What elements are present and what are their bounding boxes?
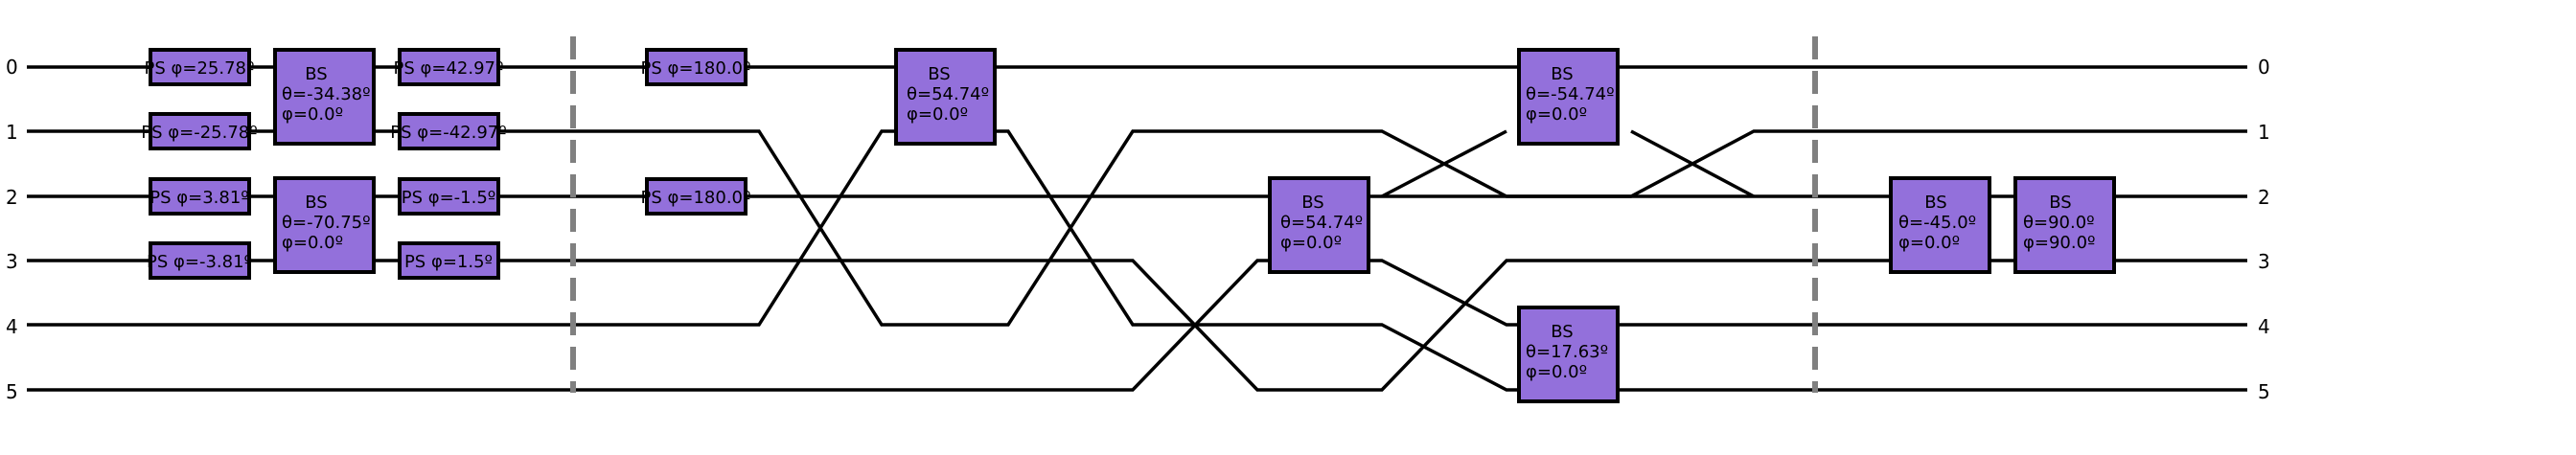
gate-label: PS φ=-42.97º bbox=[390, 123, 506, 143]
gate-label: PS φ=-25.78º bbox=[141, 123, 257, 143]
gate-label: φ=0.0º bbox=[1526, 362, 1587, 382]
gate-label: BS bbox=[1551, 64, 1573, 84]
wire-bs-cross-a bbox=[1381, 129, 1507, 198]
gate-label: θ=-34.38º bbox=[282, 84, 371, 104]
mode-label-right-1: 1 bbox=[2258, 121, 2270, 144]
barriers bbox=[570, 36, 1818, 393]
bs-gate: BS θ=-34.38º φ=0.0º bbox=[273, 48, 376, 146]
ps-gate: PS φ=-42.97º bbox=[390, 112, 507, 150]
bs-gate: BS θ=-70.75º φ=0.0º bbox=[273, 176, 376, 274]
ps-gate: PS φ=180.0º bbox=[641, 48, 751, 86]
gate-label: θ=-54.74º bbox=[1526, 84, 1615, 104]
ps-gate: PS φ=1.5º bbox=[398, 241, 500, 280]
gate-label: θ=-70.75º bbox=[282, 213, 371, 233]
right-mode-labels: 0 1 2 3 4 5 bbox=[2258, 56, 2270, 403]
mode-label-right-4: 4 bbox=[2258, 315, 2270, 338]
ps-gate: PS φ=-25.78º bbox=[141, 112, 258, 150]
gate-label: BS bbox=[2049, 193, 2071, 213]
gate-label: BS bbox=[305, 193, 327, 213]
gate-label: BS bbox=[928, 64, 950, 84]
gate-label: PS φ=180.0º bbox=[641, 58, 751, 79]
mode-label-left-5: 5 bbox=[6, 380, 18, 403]
ps-gate: PS φ=42.97º bbox=[394, 48, 504, 86]
gate-label: φ=0.0º bbox=[1526, 104, 1587, 125]
gate-label: θ=54.74º bbox=[1280, 213, 1363, 233]
gate-label: φ=0.0º bbox=[282, 104, 343, 125]
wire-mode-4 bbox=[27, 129, 2247, 392]
ps-gate: PS φ=25.78º bbox=[145, 48, 255, 86]
ps-gate: PS φ=-3.81º bbox=[147, 241, 252, 280]
gate-label: BS bbox=[305, 64, 327, 84]
gate-label: φ=0.0º bbox=[282, 233, 343, 253]
mode-label-right-3: 3 bbox=[2258, 250, 2270, 273]
gate-label: PS φ=3.81º bbox=[150, 188, 249, 208]
mode-label-right-2: 2 bbox=[2258, 186, 2270, 209]
bs-gate: BS θ=90.0º φ=90.0º bbox=[2013, 176, 2116, 274]
mode-label-left-2: 2 bbox=[6, 186, 18, 209]
gate-label: φ=0.0º bbox=[907, 104, 968, 125]
gate-label: PS φ=-3.81º bbox=[147, 252, 252, 272]
gate-label: φ=0.0º bbox=[1280, 233, 1342, 253]
gate-label: BS bbox=[1301, 193, 1323, 213]
wire-bs-cross-b bbox=[1630, 129, 1755, 198]
left-mode-labels: 0 1 2 3 4 5 bbox=[6, 56, 18, 403]
gate-label: PS φ=1.5º bbox=[404, 252, 493, 272]
mode-label-right-5: 5 bbox=[2258, 380, 2270, 403]
gate-label: PS φ=-1.5º bbox=[402, 188, 496, 208]
ps-gate: PS φ=-1.5º bbox=[398, 177, 500, 216]
ps-gate: PS φ=3.81º bbox=[149, 177, 251, 216]
wire-mode-3 bbox=[27, 259, 2247, 392]
bs-gate: BS θ=54.74º φ=0.0º bbox=[894, 48, 997, 146]
mode-label-left-1: 1 bbox=[6, 121, 18, 144]
bs-gate: BS θ=-45.0º φ=0.0º bbox=[1889, 176, 1991, 274]
gate-label: PS φ=25.78º bbox=[145, 58, 255, 79]
gate-label: BS bbox=[1924, 193, 1946, 213]
gate-label: φ=90.0º bbox=[2023, 233, 2096, 253]
gate-label: PS φ=42.97º bbox=[394, 58, 504, 79]
gate-label: θ=54.74º bbox=[907, 84, 989, 104]
mode-label-right-0: 0 bbox=[2258, 56, 2270, 79]
mode-label-left-3: 3 bbox=[6, 250, 18, 273]
mode-label-left-0: 0 bbox=[6, 56, 18, 79]
gate-label: θ=-45.0º bbox=[1898, 213, 1976, 233]
ps-gate: PS φ=180.0º bbox=[641, 177, 751, 216]
mode-label-left-4: 4 bbox=[6, 315, 18, 338]
gate-label: BS bbox=[1551, 322, 1573, 342]
gate-label: PS φ=180.0º bbox=[641, 188, 751, 208]
bs-gate: BS θ=54.74º φ=0.0º bbox=[1268, 176, 1370, 274]
bs-gate: BS θ=17.63º φ=0.0º bbox=[1517, 306, 1620, 403]
gate-label: φ=0.0º bbox=[1898, 233, 1960, 253]
bs-gate: BS θ=-54.74º φ=0.0º bbox=[1517, 48, 1620, 146]
gate-label: θ=90.0º bbox=[2023, 213, 2095, 233]
gates: PS φ=25.78º PS φ=-25.78º PS φ=3.81º PS φ… bbox=[141, 48, 2116, 403]
gate-label: θ=17.63º bbox=[1526, 342, 1608, 362]
